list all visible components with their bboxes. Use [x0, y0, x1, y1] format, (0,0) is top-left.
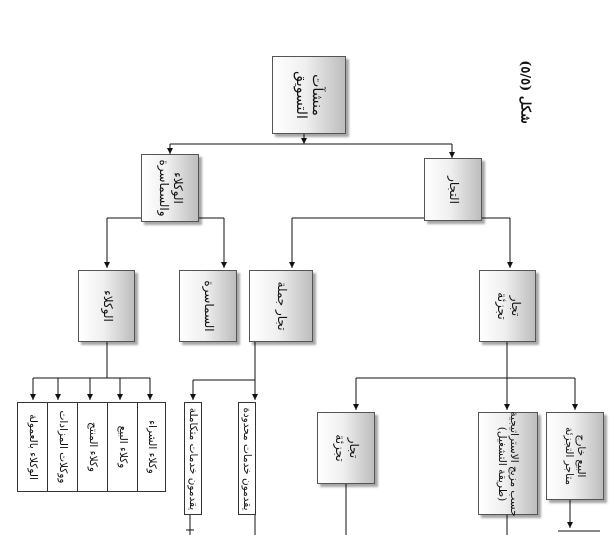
- node-label: الوكلاء والسماسرة: [157, 159, 185, 217]
- node-label: وكلاء الشراء: [145, 420, 158, 474]
- node-retailers: تجار تجزئة: [479, 270, 536, 342]
- node-label: تجار جملة: [274, 281, 289, 331]
- node-agents-and-brokers: الوكلاء والسماسرة: [141, 154, 199, 222]
- node-retail-sub: تجار تجزئة: [317, 412, 375, 484]
- node-label: الوكلاء بالعمولة: [26, 414, 39, 480]
- node-label: يقدمون خدمات متكاملة: [187, 407, 200, 510]
- node-label: يقدمون خدمات محدودة: [241, 406, 254, 511]
- node-limited-services: يقدمون خدمات محدودة: [238, 402, 256, 515]
- node-buying-agents: وكلاء الشراء: [138, 403, 165, 491]
- node-auction-agents: ووكلات المزادات: [48, 403, 78, 491]
- node-label: الوكلاء: [100, 290, 115, 322]
- node-label: حسب مزيج الاستراتيجية (طريقة التشغيل): [496, 410, 521, 517]
- node-wholesalers: تجار جملة: [249, 270, 313, 342]
- node-commission-agents: الوكلاء بالعمولة: [18, 403, 48, 491]
- node-label: تجار تجزئة: [333, 434, 361, 462]
- node-label: وكلاء المنتج: [86, 422, 99, 472]
- figure-caption: شكل (٥/٥): [511, 60, 537, 124]
- node-marketing-institutions: منشآت التسويق: [272, 56, 346, 134]
- figure-caption-text: شكل (٥/٥): [517, 60, 533, 124]
- node-outside-store-selling: البيع خارج متاجر التجزئة: [546, 412, 604, 500]
- node-label: التجار: [446, 175, 461, 204]
- node-brokers: السماسرة: [179, 270, 237, 342]
- node-by-strategy-mix: حسب مزيج الاستراتيجية (طريقة التشغيل): [478, 410, 538, 517]
- node-label: منشآت التسويق: [293, 71, 326, 119]
- agents-types-group: الوكلاء بالعمولة ووكلات المزادات وكلاء ا…: [17, 402, 166, 492]
- node-producer-agents: وكلاء المنتج: [78, 403, 108, 491]
- node-label: السماسرة: [201, 280, 216, 332]
- node-label: ووكلات المزادات: [56, 410, 69, 484]
- node-full-services: يقدمون خدمات متكاملة: [184, 402, 202, 515]
- node-selling-agents: وكلاء البيع: [108, 403, 138, 491]
- node-label: وكلاء البيع: [116, 425, 129, 469]
- node-label: تجار تجزئة: [494, 292, 523, 320]
- node-agents: الوكلاء: [78, 270, 135, 342]
- node-merchants: التجار: [424, 158, 482, 221]
- node-label: البيع خارج متاجر التجزئة: [563, 426, 588, 486]
